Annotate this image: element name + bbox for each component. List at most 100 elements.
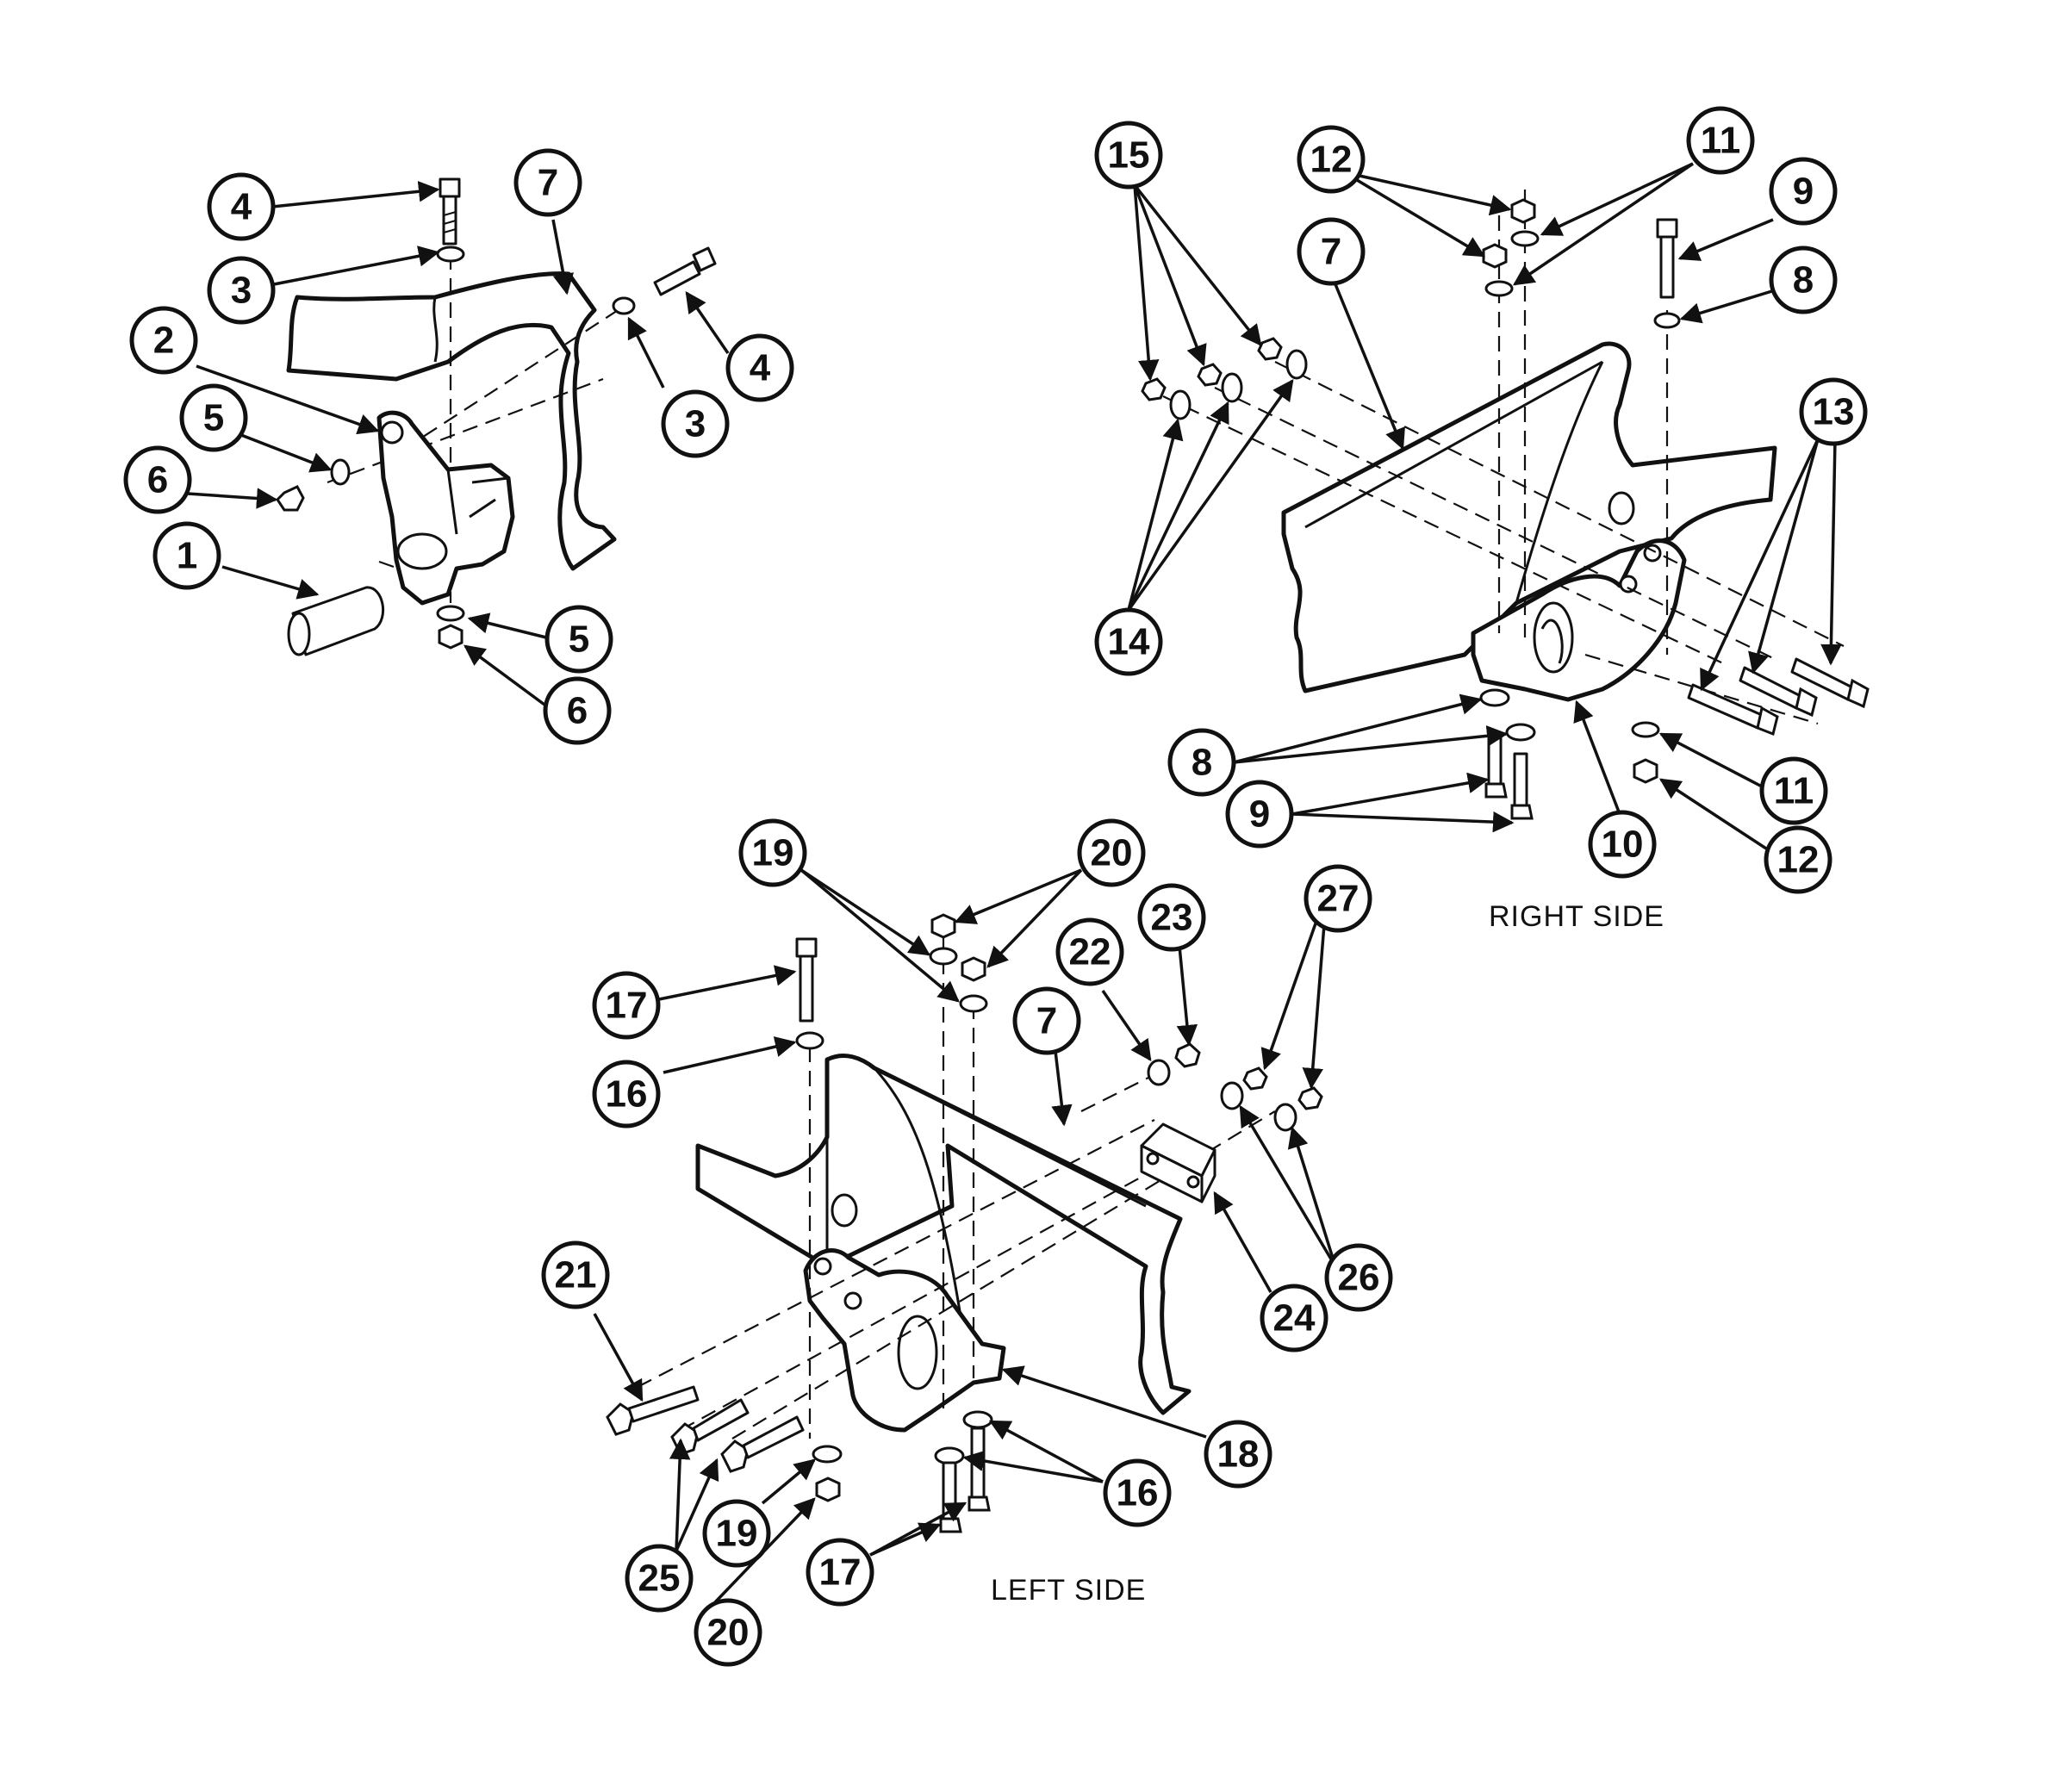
svg-text:1: 1 bbox=[177, 535, 197, 577]
left-side-assembly: LEFT SIDE bbox=[606, 913, 1323, 1607]
svg-text:12: 12 bbox=[1777, 839, 1820, 881]
svg-text:6: 6 bbox=[567, 690, 588, 732]
callout-2: 2 bbox=[129, 306, 198, 375]
svg-text:8: 8 bbox=[1793, 259, 1814, 302]
callout-9: 9 bbox=[1225, 780, 1294, 849]
frame-rail-left bbox=[695, 1054, 1192, 1415]
right-side-label: RIGHT SIDE bbox=[1489, 900, 1664, 933]
svg-text:5: 5 bbox=[203, 397, 224, 439]
callouts: 1 2 3 3 4 4 5 5 6 6 7 7 7 8 8 9 9 10 11 … bbox=[123, 106, 1868, 1667]
callout-20: 20 bbox=[1077, 818, 1146, 887]
callout-11: 11 bbox=[1686, 106, 1755, 175]
svg-text:15: 15 bbox=[1108, 134, 1150, 177]
svg-text:11: 11 bbox=[1701, 120, 1741, 162]
callout-24: 24 bbox=[1260, 1284, 1328, 1352]
callout-15: 15 bbox=[1094, 121, 1163, 190]
callout-19: 19 bbox=[702, 1499, 771, 1568]
callout-6: 6 bbox=[543, 676, 612, 745]
svg-text:7: 7 bbox=[1036, 1000, 1057, 1042]
svg-text:23: 23 bbox=[1151, 897, 1193, 939]
callout-9: 9 bbox=[1769, 157, 1838, 226]
svg-text:2: 2 bbox=[153, 320, 174, 362]
cap-screws-horizontal-right bbox=[1687, 657, 1870, 737]
callout-25: 25 bbox=[625, 1544, 694, 1613]
callout-20: 20 bbox=[694, 1598, 762, 1667]
svg-text:3: 3 bbox=[231, 270, 252, 312]
svg-text:14: 14 bbox=[1108, 621, 1150, 663]
svg-text:20: 20 bbox=[707, 1612, 750, 1654]
svg-text:27: 27 bbox=[1317, 878, 1360, 920]
callout-12: 12 bbox=[1764, 825, 1832, 894]
svg-text:19: 19 bbox=[752, 832, 794, 874]
svg-text:12: 12 bbox=[1310, 139, 1353, 181]
cap-screw-9-top bbox=[1656, 218, 1678, 299]
leader-lines bbox=[187, 162, 1842, 1604]
svg-text:5: 5 bbox=[569, 619, 589, 661]
svg-text:19: 19 bbox=[716, 1513, 758, 1555]
nut bbox=[276, 485, 305, 512]
svg-text:21: 21 bbox=[555, 1254, 597, 1296]
svg-text:4: 4 bbox=[231, 186, 252, 228]
svg-text:6: 6 bbox=[147, 459, 168, 501]
callout-10: 10 bbox=[1588, 810, 1657, 879]
svg-text:11: 11 bbox=[1774, 770, 1814, 812]
callout-23: 23 bbox=[1137, 883, 1206, 952]
callout-12: 12 bbox=[1297, 125, 1366, 194]
cap-screw-vertical bbox=[439, 177, 461, 246]
callout-16: 16 bbox=[1103, 1458, 1172, 1527]
top-left-assembly bbox=[276, 177, 717, 656]
callout-26: 26 bbox=[1324, 1243, 1393, 1312]
callout-19: 19 bbox=[738, 818, 807, 887]
svg-text:24: 24 bbox=[1273, 1297, 1316, 1340]
callout-21: 21 bbox=[541, 1240, 610, 1309]
svg-text:22: 22 bbox=[1069, 931, 1111, 973]
svg-text:3: 3 bbox=[685, 403, 706, 445]
svg-text:10: 10 bbox=[1602, 824, 1644, 866]
svg-text:7: 7 bbox=[538, 162, 558, 204]
callout-18: 18 bbox=[1204, 1420, 1272, 1489]
callout-3: 3 bbox=[661, 389, 730, 458]
svg-text:26: 26 bbox=[1338, 1257, 1380, 1299]
svg-text:25: 25 bbox=[638, 1557, 681, 1600]
svg-text:16: 16 bbox=[1117, 1472, 1159, 1514]
spacer-block bbox=[1140, 1122, 1216, 1203]
callout-1: 1 bbox=[152, 521, 221, 590]
callout-6: 6 bbox=[123, 445, 192, 514]
callout-22: 22 bbox=[1055, 917, 1124, 986]
callout-3: 3 bbox=[207, 256, 276, 325]
cap-screw-17-top bbox=[795, 937, 818, 1023]
bushing bbox=[287, 586, 384, 656]
svg-text:13: 13 bbox=[1813, 391, 1855, 433]
callout-17: 17 bbox=[592, 971, 661, 1040]
callout-4: 4 bbox=[207, 172, 276, 241]
svg-text:9: 9 bbox=[1793, 171, 1814, 213]
callout-4: 4 bbox=[725, 333, 794, 402]
callout-8: 8 bbox=[1167, 728, 1236, 797]
svg-text:18: 18 bbox=[1217, 1433, 1260, 1476]
callout-5: 5 bbox=[179, 383, 248, 452]
cap-screws-17-bottom bbox=[939, 1427, 991, 1533]
svg-text:17: 17 bbox=[606, 985, 648, 1027]
svg-text:16: 16 bbox=[606, 1073, 648, 1116]
cap-screw-horizontal bbox=[653, 246, 717, 296]
left-side-label: LEFT SIDE bbox=[991, 1574, 1146, 1607]
svg-text:20: 20 bbox=[1091, 832, 1133, 874]
callout-5: 5 bbox=[544, 605, 613, 674]
callout-7: 7 bbox=[1297, 217, 1366, 286]
svg-text:4: 4 bbox=[750, 347, 771, 389]
callout-11: 11 bbox=[1759, 756, 1828, 825]
callout-16: 16 bbox=[592, 1060, 661, 1128]
washer bbox=[436, 246, 465, 263]
callout-27: 27 bbox=[1304, 864, 1372, 933]
cap-screws-horizontal-left bbox=[606, 1385, 805, 1473]
callout-8: 8 bbox=[1769, 246, 1838, 314]
callout-7: 7 bbox=[513, 148, 582, 217]
callout-13: 13 bbox=[1799, 377, 1868, 446]
callout-17: 17 bbox=[806, 1538, 874, 1607]
callout-14: 14 bbox=[1094, 607, 1163, 676]
frame-rail-top-left bbox=[286, 271, 617, 571]
svg-text:7: 7 bbox=[1321, 231, 1341, 273]
callout-7: 7 bbox=[1012, 986, 1081, 1055]
frame-rail-right bbox=[1281, 341, 1777, 693]
